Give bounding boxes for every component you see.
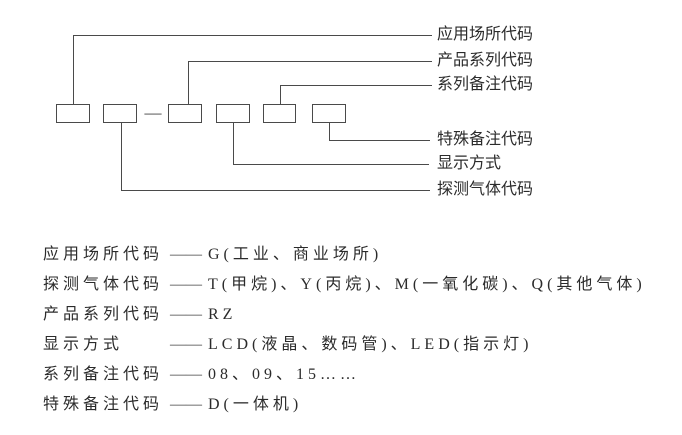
connector-horizontal-display-mode [233, 164, 429, 165]
code-box-special-remark [312, 104, 346, 123]
legend-term: 应用场所代码 [43, 246, 164, 263]
diagram-label-display-mode: 显示方式 [437, 155, 502, 172]
connector-horizontal-special-remark [329, 140, 430, 141]
connector-vertical-special-remark [329, 123, 330, 140]
legend-dash: —— [170, 336, 202, 353]
legend-dash: —— [170, 366, 202, 383]
legend-value: G(工业、商业场所) [208, 246, 383, 263]
connector-vertical-application-site [73, 35, 74, 104]
legend-row-special-remark: 特殊备注代码 —— D(一体机) [43, 395, 673, 415]
legend-dash: —— [170, 246, 202, 263]
legend-term: 特殊备注代码 [43, 396, 164, 413]
diagram-label-detected-gas: 探测气体代码 [437, 181, 534, 198]
connector-horizontal-series-remark [280, 85, 432, 86]
legend-dash: —— [170, 396, 202, 413]
code-separator-dash: — [144, 103, 162, 122]
legend-term: 产品系列代码 [43, 306, 164, 323]
diagram-label-series-remark: 系列备注代码 [437, 76, 534, 93]
code-box-display-mode [216, 104, 250, 123]
legend-term: 显示方式 [43, 336, 124, 353]
code-box-series-remark [263, 104, 296, 123]
legend-row-application-site: 应用场所代码 —— G(工业、商业场所) [43, 245, 673, 265]
legend-row-display-mode: 显示方式 —— LCD(液晶、数码管)、LED(指示灯) [43, 335, 673, 355]
legend-row-product-series: 产品系列代码 —— RZ [43, 305, 673, 325]
legend-value: RZ [208, 306, 237, 323]
legend-value: 08、09、15…… [208, 366, 361, 383]
legend-term: 探测气体代码 [43, 276, 164, 293]
legend-row-detected-gas: 探测气体代码 —— T(甲烷)、Y(丙烷)、M(一氧化碳)、Q(其他气体) [43, 275, 673, 295]
connector-horizontal-detected-gas [121, 190, 430, 191]
legend-value: LCD(液晶、数码管)、LED(指示灯) [208, 336, 533, 353]
diagram-label-product-series: 产品系列代码 [437, 52, 534, 69]
legend-row-series-remark: 系列备注代码 —— 08、09、15…… [43, 365, 673, 385]
diagram-label-application-site: 应用场所代码 [437, 26, 534, 43]
legend-value: D(一体机) [208, 396, 303, 413]
legend-term: 系列备注代码 [43, 366, 164, 383]
connector-vertical-display-mode [233, 123, 234, 164]
connector-vertical-detected-gas [121, 123, 122, 190]
diagram-label-special-remark: 特殊备注代码 [437, 131, 534, 148]
connector-vertical-product-series [188, 61, 189, 104]
connector-horizontal-product-series [188, 61, 432, 62]
legend-dash: —— [170, 306, 202, 323]
legend-dash: —— [170, 276, 202, 293]
connector-vertical-series-remark [280, 85, 281, 104]
code-box-product-series [168, 104, 202, 123]
code-box-detected-gas [103, 104, 137, 123]
code-box-application-site [56, 104, 90, 123]
legend-value: T(甲烷)、Y(丙烷)、M(一氧化碳)、Q(其他气体) [208, 276, 646, 293]
connector-horizontal-application-site [73, 35, 432, 36]
